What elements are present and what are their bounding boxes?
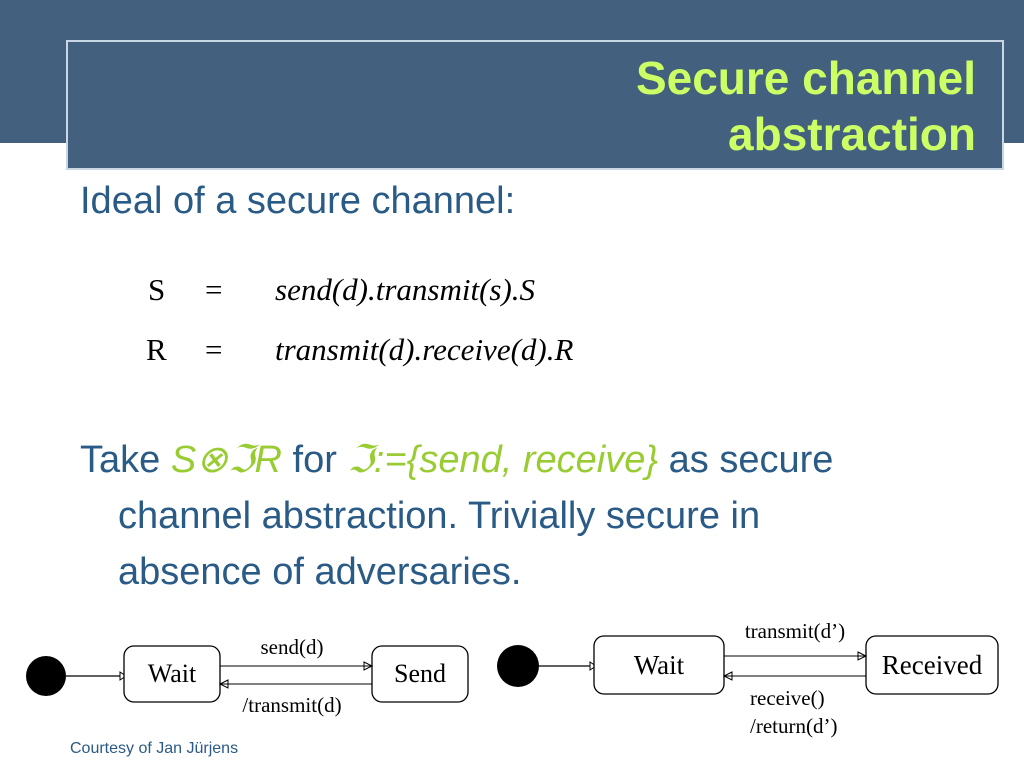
equation-r-eq: = <box>205 332 223 367</box>
right-wait-state <box>593 635 725 695</box>
right-received-state <box>865 635 999 695</box>
take-prefix: Take <box>80 439 171 481</box>
take-operator: S⊗ℑR <box>170 439 282 481</box>
left-top-arrow-label: send(d) <box>261 635 324 659</box>
right-bottom-arrow-label-1: receive() <box>750 686 825 710</box>
take-line-2: channel abstraction. Trivially secure in <box>118 495 761 537</box>
title-line-1: Secure channel <box>635 52 976 104</box>
left-wait-state <box>123 645 221 703</box>
take-paragraph: Take S⊗ℑR for ℑ:={send, receive} as secu… <box>80 432 980 600</box>
courtesy-footnote: Courtesy of Jan Jürjens <box>70 740 239 757</box>
left-send-state <box>371 645 469 703</box>
take-line-3: absence of adversaries. <box>118 551 522 593</box>
intro-text: Ideal of a secure channel: <box>80 180 516 222</box>
left-wait-label: Wait <box>148 659 197 688</box>
equation-r-rhs: transmit(d).receive(d).R <box>275 332 574 367</box>
left-initial-state-node <box>26 656 66 696</box>
right-top-arrow-label: transmit(d’) <box>745 619 845 643</box>
equation-r-lhs: R <box>146 332 167 367</box>
take-for: for <box>281 439 348 481</box>
equation-s-eq: = <box>205 272 223 307</box>
left-send-label: Send <box>394 659 446 688</box>
equation-s-lhs: S <box>148 272 166 307</box>
right-received-label: Received <box>882 650 983 680</box>
right-state-diagram: Wait Received transmit(d’) receive() /re… <box>497 619 999 738</box>
left-state-diagram: Wait Send send(d) /transmit(d) <box>26 635 469 717</box>
equation-s-rhs: send(d).transmit(s).S <box>275 272 536 307</box>
right-wait-label: Wait <box>634 650 685 680</box>
take-line1-rest: as secure <box>658 439 834 481</box>
left-initial-arrowhead <box>119 671 127 681</box>
right-bottom-arrow-label-2: /return(d’) <box>750 714 837 738</box>
left-bottom-arrow-label: /transmit(d) <box>242 693 341 717</box>
right-initial-state-node <box>497 645 539 687</box>
title-line-2: abstraction <box>728 108 976 160</box>
take-set: ℑ:={send, receive} <box>347 439 659 481</box>
